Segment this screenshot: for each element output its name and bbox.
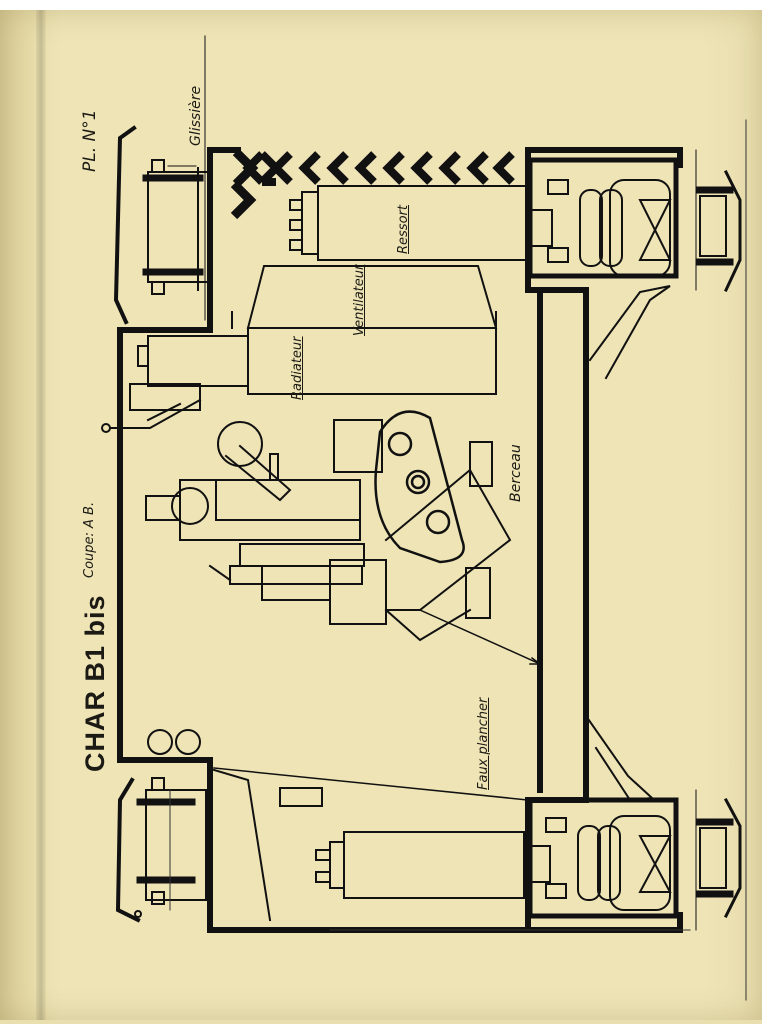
right-margin bbox=[762, 0, 768, 1024]
crank-housing bbox=[374, 410, 465, 564]
binding-spine bbox=[36, 10, 46, 1020]
suspension-arms bbox=[584, 285, 671, 802]
top-guide-rail bbox=[113, 35, 209, 325]
label-faux-plancher: Faux plancher bbox=[476, 697, 491, 790]
bottom-generator bbox=[212, 768, 525, 922]
label-ressort: Ressort bbox=[396, 205, 411, 254]
track-assembly-top bbox=[527, 149, 742, 292]
engine-block bbox=[145, 419, 512, 642]
label-radiateur: Radiateur bbox=[290, 336, 305, 400]
chevron-row bbox=[242, 151, 515, 186]
document-title: CHAR B1 bis bbox=[80, 594, 110, 772]
track-assembly-bottom bbox=[527, 789, 742, 931]
label-glissiere: Glissière bbox=[188, 85, 204, 146]
plate-number: PL. N°1 bbox=[80, 109, 100, 172]
radiator-radiateur bbox=[129, 327, 497, 411]
construction-lines bbox=[169, 119, 747, 1001]
false-floor bbox=[213, 295, 543, 801]
label-ventilateur: Ventilateur bbox=[352, 264, 367, 336]
piping bbox=[101, 398, 202, 433]
bottom-guide-rail bbox=[115, 729, 207, 923]
section-cut-label: Coupe: A B. bbox=[82, 501, 97, 578]
top-margin bbox=[0, 0, 768, 10]
label-berceau: Berceau bbox=[508, 444, 524, 502]
